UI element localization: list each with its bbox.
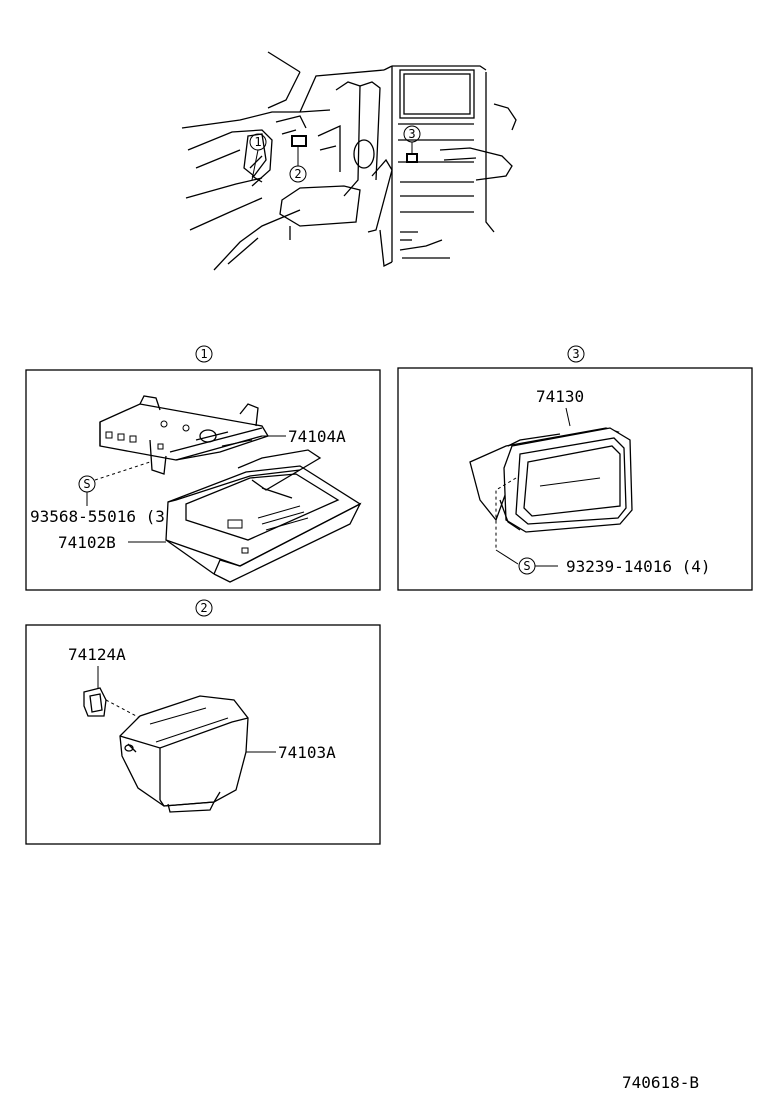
panel-3-header-label: 3 xyxy=(572,347,579,361)
panel-1-glove-compartment: 1 74104A S 93568-55016 (3) xyxy=(25,345,381,591)
part-93568-label: 93568-55016 (3) xyxy=(30,507,175,526)
vehicle-interior-overview: 1 2 3 xyxy=(181,51,517,271)
screw-symbol-3: S xyxy=(523,559,530,573)
panel-1-header-label: 1 xyxy=(200,347,207,361)
panel-3-frame xyxy=(397,367,753,591)
screw-dashed-leader-3 xyxy=(495,477,517,550)
panel-3-ashtray: 3 74130 S 93239-14016 (4) xyxy=(397,345,753,591)
panel-3-header-circle xyxy=(567,345,585,363)
panel-2-header-label: 2 xyxy=(200,601,207,615)
panel-1-frame xyxy=(25,369,381,591)
panel-2-console-box: 2 74124A 74103A xyxy=(25,599,381,845)
console-box-drawing xyxy=(119,695,249,813)
part-74102B-label: 74102B xyxy=(58,533,116,552)
part-74103A-label: 74103A xyxy=(278,743,336,762)
part-93239-label: 93239-14016 (4) xyxy=(566,557,711,576)
glove-box-drawing xyxy=(165,449,362,583)
clip-dashed-leader xyxy=(105,699,141,719)
callout-2-label: 2 xyxy=(294,167,301,181)
clip-drawing xyxy=(83,687,107,717)
glove-box-bracket-drawing xyxy=(99,395,269,475)
screw-symbol-1: S xyxy=(83,477,90,491)
callout-3-label: 3 xyxy=(408,127,415,141)
panel-1-header-circle xyxy=(195,345,213,363)
panel-2-header-circle xyxy=(195,599,213,617)
diagram-code: 740618-B xyxy=(622,1073,699,1092)
ashtray-drawing xyxy=(469,427,633,533)
leader-74130 xyxy=(565,407,571,427)
part-74124A-label: 74124A xyxy=(68,645,126,664)
part-74104A-label: 74104A xyxy=(288,427,346,446)
panel-2-frame xyxy=(25,624,381,845)
screw-dashed-leader-1 xyxy=(94,461,151,481)
callout-1-label: 1 xyxy=(254,135,261,149)
part-74130-label: 74130 xyxy=(536,387,584,406)
